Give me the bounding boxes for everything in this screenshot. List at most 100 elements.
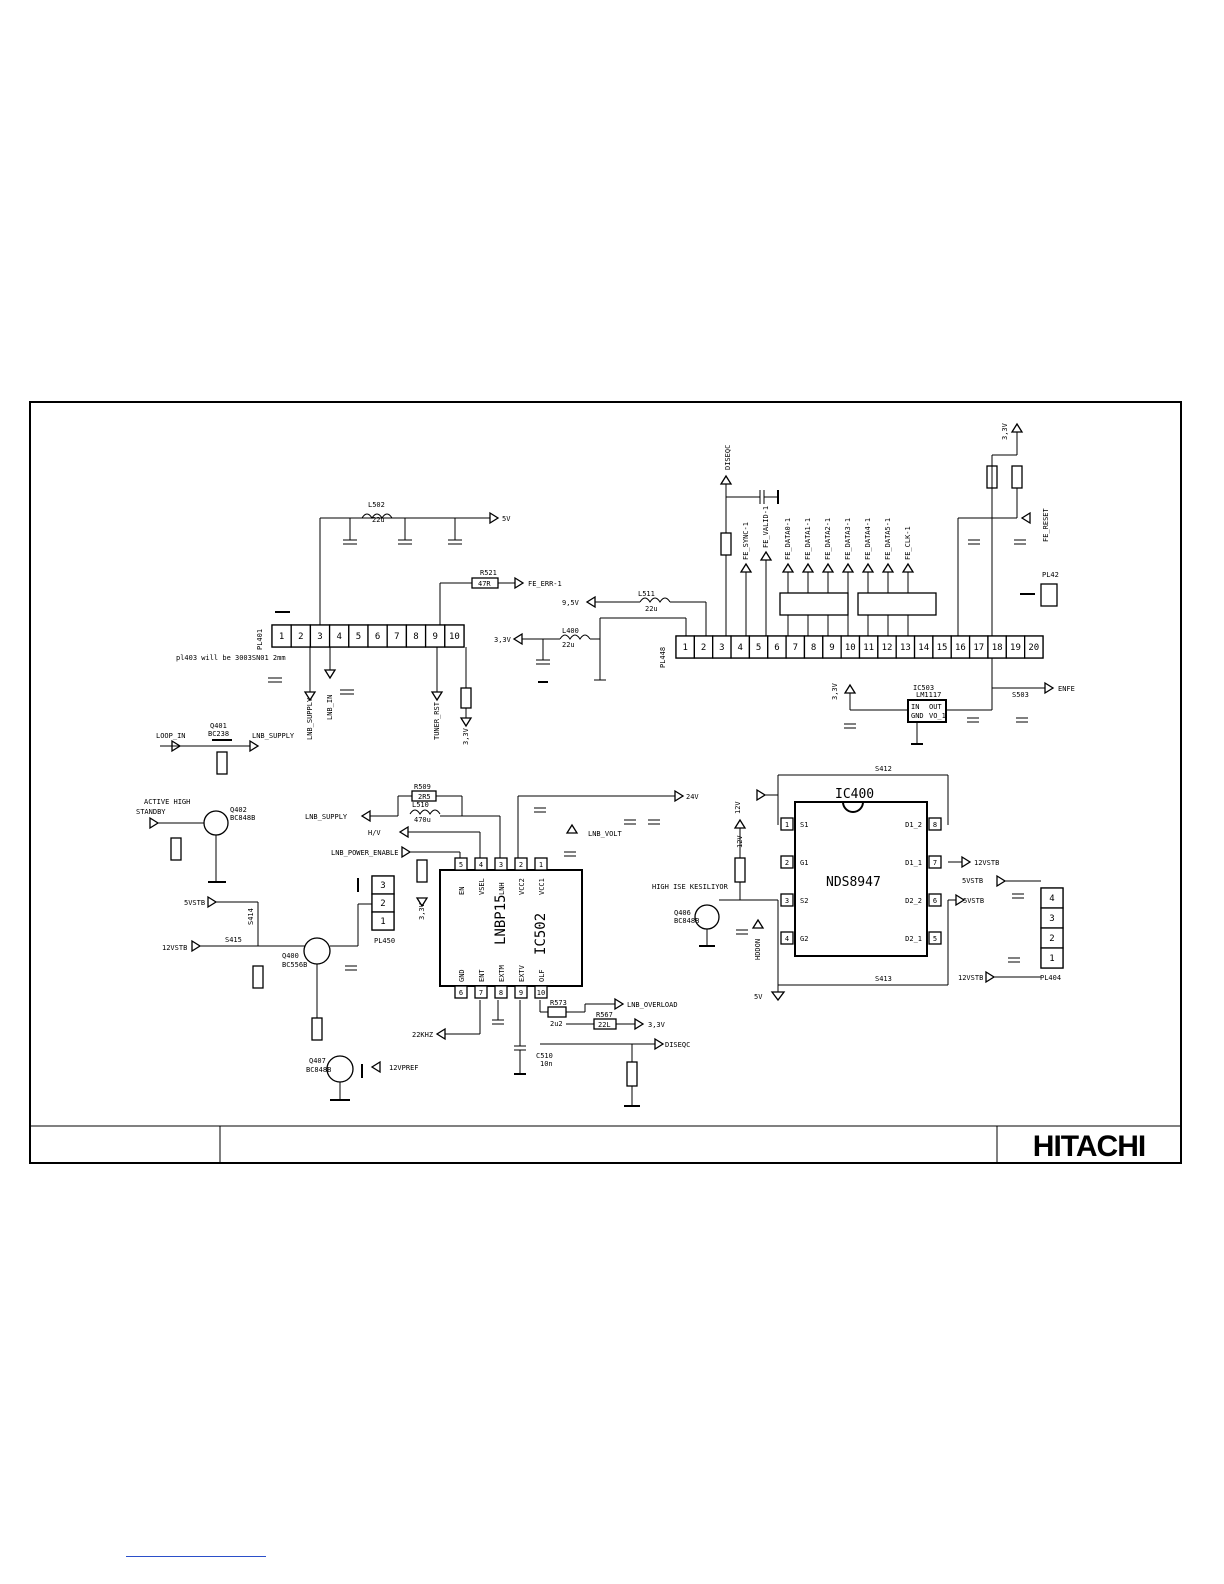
pl404-label: PL404 bbox=[1040, 974, 1061, 982]
net-5vstb-left: 5VSTB bbox=[184, 899, 205, 907]
net-tuner-rst: TUNER_RST bbox=[433, 701, 441, 740]
l510-label: L510 bbox=[412, 801, 429, 809]
ic-pin bbox=[928, 855, 942, 869]
ic503-part: LM1117 bbox=[916, 691, 941, 699]
net-5v-ic400: 5V bbox=[754, 993, 763, 1001]
q406-part: BC848B bbox=[674, 917, 699, 925]
net-fe-err: FE_ERR-1 bbox=[528, 580, 562, 588]
r521-label: R521 bbox=[480, 569, 497, 577]
net-lnb-in: LNB_IN bbox=[326, 695, 334, 720]
r509-value: 2R5 bbox=[418, 793, 431, 801]
connector-pin-number: 7 bbox=[793, 643, 798, 653]
net-lnb-supply-q401: LNB_SUPPLY bbox=[252, 732, 295, 740]
net-12vstb-pl404: 12VSTB bbox=[958, 974, 983, 982]
sheet-frame bbox=[29, 401, 1182, 1164]
ic-pin-number: 2 bbox=[785, 859, 789, 867]
ic-pin bbox=[780, 893, 794, 907]
ic-pin-number: 1 bbox=[539, 861, 543, 869]
net-24v: 24V bbox=[686, 793, 699, 801]
connector-pin bbox=[1024, 635, 1044, 659]
ic-pin-number: 3 bbox=[499, 861, 503, 869]
net-9v5: 9,5V bbox=[562, 599, 580, 607]
connector-pin-number: 8 bbox=[413, 632, 418, 642]
ic-pin-number: 1 bbox=[785, 821, 789, 829]
ic-pin-number: 8 bbox=[933, 821, 937, 829]
l511-filter: 9,5V L511 22u bbox=[562, 590, 707, 636]
q402-label: Q402 bbox=[230, 806, 247, 814]
r521-value: 47R bbox=[478, 580, 491, 588]
connector-pin-number: 4 bbox=[336, 632, 341, 642]
net-fe-sync: FE_SYNC-1 bbox=[742, 522, 750, 560]
ic-pin-name: EXTV bbox=[518, 964, 526, 982]
net-fe-reset: FE_RESET bbox=[1042, 507, 1050, 542]
l511-label: L511 bbox=[638, 590, 655, 598]
l502-label: L502 bbox=[368, 501, 385, 509]
fe-data-arrow bbox=[901, 562, 915, 573]
net-lnb-supply-mid: LNB_SUPPLY bbox=[305, 813, 348, 821]
pl450-label: PL450 bbox=[374, 937, 395, 945]
pl448-label: PL448 bbox=[659, 647, 667, 668]
connector-pin-number: 16 bbox=[955, 643, 966, 653]
fe-data-arrow bbox=[781, 562, 795, 573]
connector-pin-number: 1 bbox=[1049, 954, 1054, 964]
r509-label: R509 bbox=[414, 783, 431, 791]
q402-part: BC848B bbox=[230, 814, 255, 822]
l510-r509: LNB_SUPPLY R509 2R5 L510 470u H/V LNB_PO… bbox=[305, 783, 501, 859]
ic-pin-name: GND bbox=[458, 969, 466, 982]
net-enfe: ENFE bbox=[1058, 685, 1075, 693]
net-fe-data: FE_CLK-1 bbox=[904, 526, 912, 560]
pl42-label: PL42 bbox=[1042, 571, 1059, 579]
q407-part: BC848B bbox=[306, 1066, 331, 1074]
net-3v3-top: 3,3V bbox=[1001, 422, 1009, 440]
net-diseqc-bottom: DISEQC bbox=[665, 1041, 690, 1049]
ic-pin-name: VCC2 bbox=[518, 878, 526, 895]
net-hv: H/V bbox=[368, 829, 381, 837]
ic-pin-name: S2 bbox=[800, 897, 808, 905]
v24-net: 24V LNB_VOLT bbox=[517, 789, 699, 858]
connector-pin bbox=[444, 624, 465, 648]
net-standby: STANDBY bbox=[136, 808, 166, 816]
connector-pin-number: 7 bbox=[394, 632, 399, 642]
ic400-part: NDS8947 bbox=[826, 875, 881, 890]
q407-label: Q407 bbox=[309, 1057, 326, 1065]
ic-pin-name: D1_2 bbox=[905, 821, 922, 829]
r573-label: R573 bbox=[550, 999, 567, 1007]
connector-pin-number: 8 bbox=[811, 643, 816, 653]
l400-filter: 3,3V L400 22u bbox=[494, 617, 687, 683]
resistor-array-2 bbox=[857, 592, 937, 616]
pl450-connector: 321 PL450 bbox=[357, 875, 395, 945]
diseqc-net: DISEQC bbox=[719, 445, 779, 636]
connector-pin-number: 11 bbox=[863, 643, 874, 653]
ic503-label: IC503 bbox=[913, 684, 934, 692]
fe-data-arrow bbox=[861, 562, 875, 573]
net-loop-in: LOOP_IN bbox=[156, 732, 186, 740]
connector-pin bbox=[1040, 947, 1064, 969]
connector-pin-number: 18 bbox=[992, 643, 1003, 653]
ic502-bottom-nets: 22KHZ C510 10n R573 2u2 LNB_OVERLOAD R56… bbox=[412, 997, 690, 1107]
q400-part: BC556B bbox=[282, 961, 307, 969]
ic-pin bbox=[454, 857, 468, 871]
ic-pin bbox=[534, 985, 548, 999]
ic-pin-number: 9 bbox=[519, 989, 523, 997]
net-fe-data: FE_DATA2-1 bbox=[824, 518, 832, 560]
net-12vpref: 12VPREF bbox=[389, 1064, 419, 1072]
s415-label: S415 bbox=[225, 936, 242, 944]
ic-pin bbox=[494, 985, 508, 999]
ic-pin bbox=[534, 857, 548, 871]
l510-value: 470u bbox=[414, 816, 431, 824]
pl401-note: pl403 will be 3003SN01 2mm bbox=[176, 654, 286, 662]
connector-pin-number: 19 bbox=[1010, 643, 1021, 653]
fe-data-arrow bbox=[801, 562, 815, 573]
net-lnb-overload: LNB_OVERLOAD bbox=[627, 1001, 678, 1009]
net-fe-data: FE_DATA0-1 bbox=[784, 518, 792, 560]
ic-pin-number: 3 bbox=[785, 897, 789, 905]
q400-switch: 5VSTB S414 12VSTB S415 Q400 BC556B bbox=[162, 895, 372, 1041]
connector-pin-number: 9 bbox=[432, 632, 437, 642]
s503-label: S503 bbox=[1012, 691, 1029, 699]
s413-label: S413 bbox=[875, 975, 892, 983]
connector-pin-number: 17 bbox=[973, 643, 984, 653]
connector-pin-number: 4 bbox=[738, 643, 743, 653]
net-12vstb-ic400: 12VSTB bbox=[974, 859, 999, 867]
